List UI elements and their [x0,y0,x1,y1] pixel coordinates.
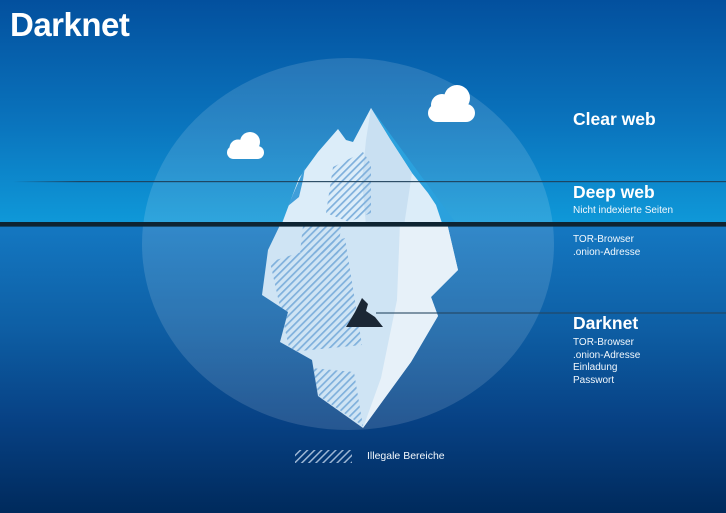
darknet-heading: Darknet [573,313,639,333]
clearweb-heading: Clear web [573,109,656,129]
iceberg-left-notch [288,167,305,206]
legend-illegal-areas-label: Illegale Bereiche [367,450,445,462]
darknet-pointer-line [376,312,726,314]
waterline [0,222,726,227]
darknet-item: Einladung [573,362,618,373]
deepweb-item: .onion-Adresse [573,246,641,258]
darknet-item: Passwort [573,374,615,386]
deepweb-item: TOR-Browser [573,234,634,245]
infographic-title: Darknet [10,6,130,43]
iceberg-below-water [262,223,458,428]
illegal-area-hatch-below [270,226,363,426]
cloud-icon-left [227,132,264,159]
deepweb-subheading: Nicht indexierte Seiten [573,205,674,216]
iceberg-above-water [281,108,458,226]
cave-icon [346,298,383,327]
darknet-items: TOR-Browser .onion-Adresse Einladung Pas… [573,337,640,387]
legend-hatch-swatch [295,450,352,463]
iceberg-right-shadow [371,108,458,226]
illegal-area-hatch-above [326,152,371,222]
darknet-item: .onion-Adresse [573,349,641,361]
cloud-icon-right [428,85,475,122]
deepweb-items: TOR-Browser .onion-Adresse [573,234,640,259]
deepweb-heading: Deep web [573,182,655,202]
darknet-item: TOR-Browser [573,337,634,348]
deepweb-divider-line [13,181,726,183]
